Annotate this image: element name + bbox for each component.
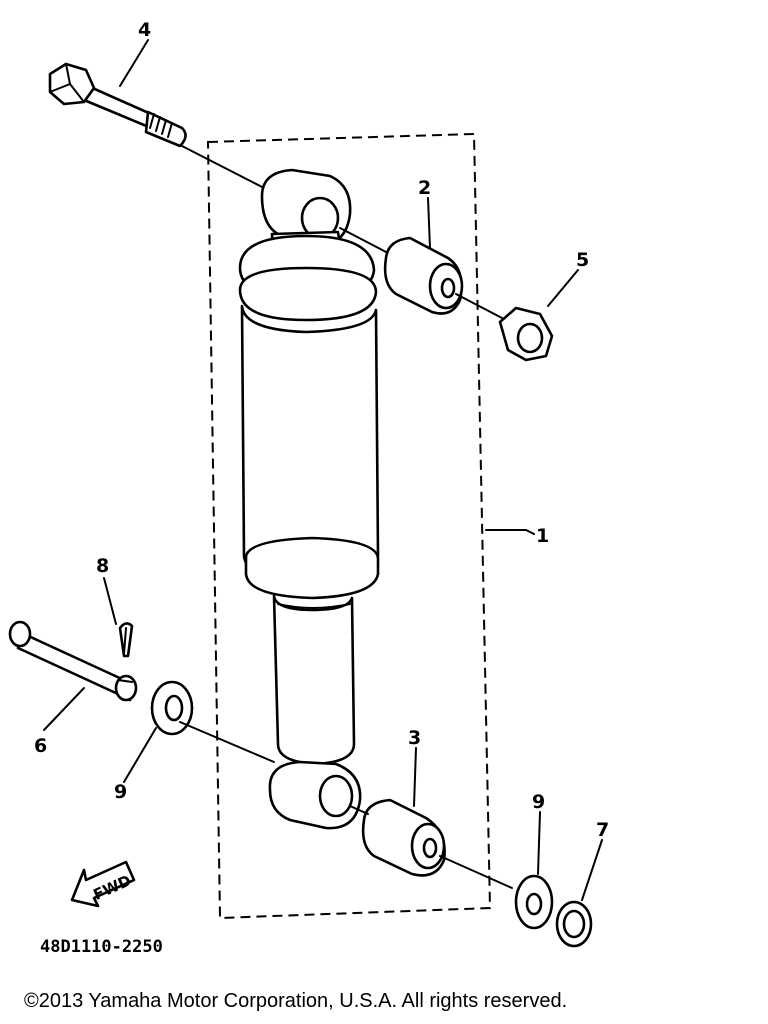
washer-left-part-9 [150,680,275,763]
diagram-code: 48D1110-2250 [40,937,163,957]
callout-8: 8 [96,555,109,577]
callout-3: 3 [408,727,421,749]
washer-part-7 [555,900,593,948]
leader-lines [43,39,603,901]
washer-right-part-9 [514,874,554,930]
bushing-part-2 [339,227,503,319]
pin-part-6 [8,620,138,702]
callout-7: 7 [596,819,609,841]
callout-9-left: 9 [114,781,127,803]
fwd-arrow-icon: FWD [70,860,136,908]
nut-part-5 [498,306,554,362]
callout-1: 1 [536,525,549,547]
callout-2: 2 [418,177,431,199]
shock-absorber [238,168,380,830]
bolt-part-4 [48,62,269,191]
bushing-part-3 [349,798,513,889]
callout-6: 6 [34,735,47,757]
cotter-pin-part-8 [118,622,134,658]
copyright-notice: ©2013 Yamaha Motor Corporation, U.S.A. A… [24,990,568,1012]
callout-5: 5 [576,249,589,271]
assembly-dashed-box [206,132,492,920]
callout-4: 4 [138,19,151,41]
callout-9-right: 9 [532,791,545,813]
